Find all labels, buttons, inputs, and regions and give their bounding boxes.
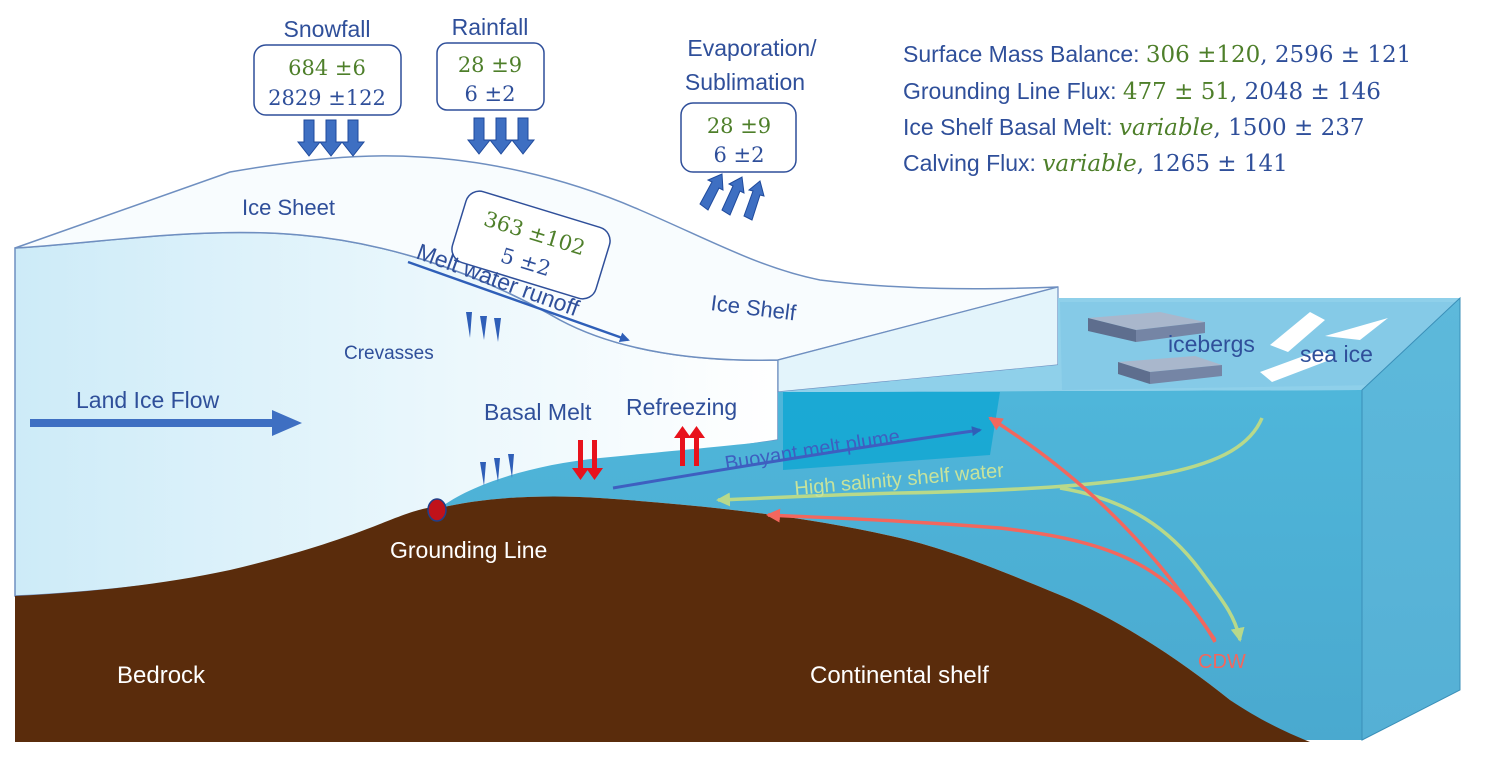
- evaporation-value-1: 28 ±9: [707, 114, 771, 138]
- continental-shelf-label: Continental shelf: [810, 662, 989, 689]
- ice-sheet-label: Ice Sheet: [242, 195, 335, 220]
- glf-label: Grounding Line Flux:: [903, 78, 1123, 104]
- glf-value-2: 2048 ± 146: [1245, 79, 1381, 105]
- basal-melt-arrows: [572, 440, 603, 480]
- hssw-arrow-down: [1059, 486, 1245, 642]
- ocean-side: [1361, 296, 1461, 741]
- rainfall-value-1: 28 ±9: [458, 53, 522, 77]
- evaporation-label-line-1: Evaporation/: [687, 35, 817, 61]
- evaporation-box: [680, 102, 797, 173]
- grounding-line-label: Grounding Line: [390, 537, 547, 563]
- bedrock: [15, 496, 1310, 742]
- icebergs-label: icebergs: [1168, 331, 1255, 357]
- snowfall-label: Snowfall: [284, 16, 371, 42]
- crevasses-upper: [466, 312, 501, 342]
- basal-melt-label: Basal Melt: [484, 399, 592, 425]
- smb-value-1: 306 ±120: [1146, 42, 1260, 68]
- basal-label: Ice Shelf Basal Melt:: [903, 114, 1119, 140]
- legend-grounding-line-flux: Grounding Line Flux: 477 ± 51, 2048 ± 14…: [903, 78, 1381, 105]
- evaporation-value-2: 6 ±2: [714, 143, 765, 167]
- bedrock-label: Bedrock: [117, 662, 206, 689]
- calving-value-1: variable: [1042, 151, 1136, 177]
- runoff-box: [451, 190, 611, 300]
- calving-label: Calving Flux:: [903, 150, 1042, 176]
- basal-value-2: 1500 ± 237: [1228, 115, 1364, 141]
- legend-surface-mass-balance: Surface Mass Balance: 306 ±120, 2596 ± 1…: [903, 41, 1411, 68]
- land-ice-flow-arrow: [30, 410, 302, 436]
- snowfall-arrows: [296, 119, 366, 157]
- runoff-arrow: [407, 260, 630, 343]
- iceberg-2: [1118, 356, 1222, 384]
- rainfall-value-2: 6 ±2: [465, 82, 516, 106]
- crevasses-lower: [480, 454, 514, 486]
- snowfall-value-1: 684 ±6: [288, 56, 366, 80]
- cdw-label: CDW: [1198, 651, 1246, 673]
- buoyant-plume-arrow: [612, 426, 982, 490]
- snowfall-value-2: 2829 ±122: [268, 86, 386, 110]
- smb-value-2: 2596 ± 121: [1275, 42, 1411, 68]
- refreezing-arrows: [674, 426, 705, 466]
- sea-ice-floe-2: [1325, 318, 1388, 340]
- grounding-line-marker: [427, 498, 447, 522]
- smb-separator: ,: [1260, 42, 1275, 68]
- refreezing-label: Refreezing: [626, 394, 737, 420]
- smb-label: Surface Mass Balance:: [903, 41, 1146, 67]
- crevasses-label: Crevasses: [344, 343, 434, 364]
- rainfall-arrows: [466, 117, 536, 155]
- land-ice-flow-label: Land Ice Flow: [76, 387, 220, 413]
- legend-calving-flux: Calving Flux: variable, 1265 ± 141: [903, 150, 1288, 177]
- hssw-arrow-left: [716, 417, 1264, 507]
- snowfall-box: [253, 44, 402, 116]
- sea-ice-floe-1: [1270, 312, 1325, 352]
- cdw-arrow-lower: [766, 508, 1217, 643]
- evaporation-label-line-2: Sublimation: [685, 69, 805, 95]
- sea-ice-label: sea ice: [1300, 341, 1373, 367]
- evaporation-arrows: [699, 173, 765, 221]
- basal-separator: ,: [1214, 115, 1229, 141]
- calving-value-2: 1265 ± 141: [1151, 151, 1287, 177]
- calving-separator: ,: [1137, 151, 1152, 177]
- basal-value-1: variable: [1119, 115, 1213, 141]
- glf-value-1: 477 ± 51: [1123, 79, 1230, 105]
- iceberg-1: [1088, 312, 1205, 342]
- sea-ice-floe-3: [1260, 350, 1335, 382]
- glf-separator: ,: [1230, 79, 1245, 105]
- rainfall-box: [436, 42, 545, 111]
- legend-basal-melt: Ice Shelf Basal Melt: variable, 1500 ± 2…: [903, 114, 1364, 141]
- rainfall-label: Rainfall: [452, 14, 529, 40]
